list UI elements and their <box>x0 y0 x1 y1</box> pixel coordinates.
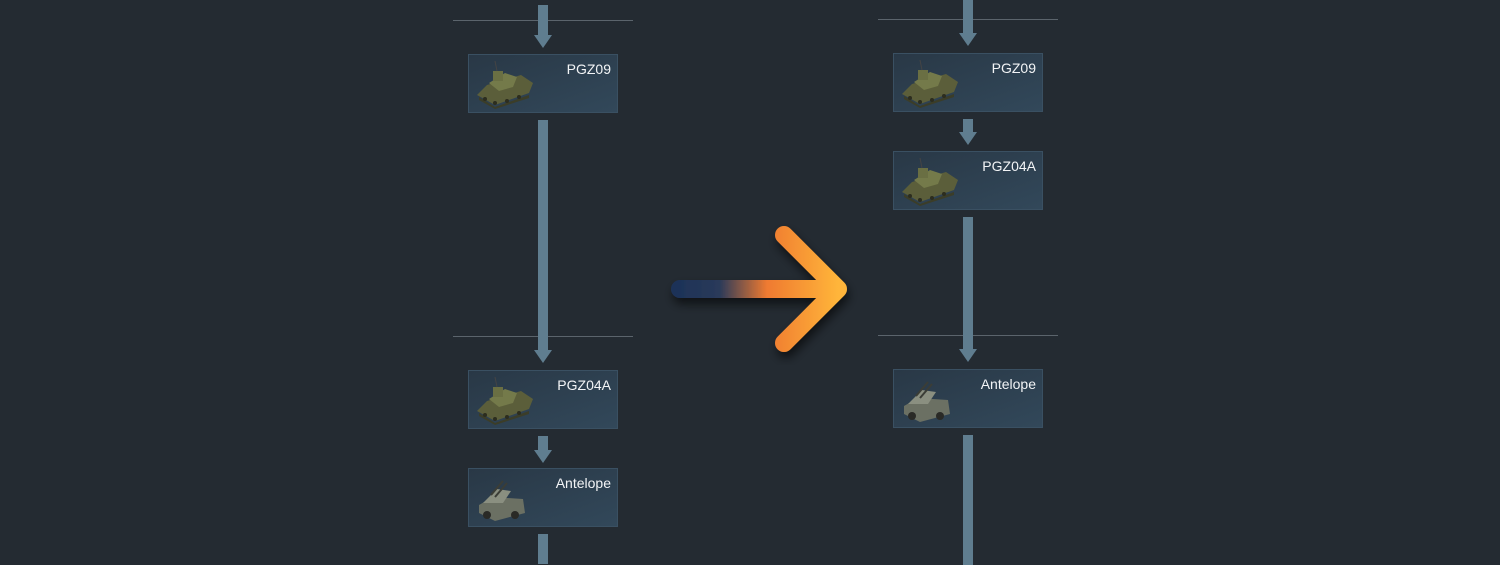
connector-line <box>963 0 973 34</box>
connector-line <box>963 435 973 565</box>
connector-line <box>963 119 973 133</box>
spaa-tank-icon <box>473 377 537 425</box>
vehicle-card-pgz09[interactable]: PGZ09 <box>468 54 618 113</box>
vehicle-name: PGZ09 <box>566 61 611 77</box>
connector-line <box>963 217 973 350</box>
connector-arrowhead <box>959 33 977 46</box>
vehicle-name: PGZ04A <box>557 377 611 393</box>
connector-line <box>538 436 548 451</box>
connector-arrowhead <box>959 132 977 145</box>
vehicle-card-antelope[interactable]: Antelope <box>893 369 1043 428</box>
vehicle-name: PGZ04A <box>982 158 1036 174</box>
spaa-tank-icon <box>898 158 962 206</box>
spaa-truck-icon <box>473 475 537 523</box>
vehicle-name: Antelope <box>555 475 611 491</box>
transition-arrow-icon <box>671 226 847 352</box>
connector-line <box>538 534 548 564</box>
connector-arrowhead <box>534 35 552 48</box>
vehicle-card-antelope[interactable]: Antelope <box>468 468 618 527</box>
spaa-tank-icon <box>473 61 537 109</box>
connector-arrowhead <box>959 349 977 362</box>
spaa-tank-icon <box>898 60 962 108</box>
vehicle-card-pgz09[interactable]: PGZ09 <box>893 53 1043 112</box>
vehicle-name: PGZ09 <box>991 60 1036 76</box>
vehicle-card-pgz04a[interactable]: PGZ04A <box>893 151 1043 210</box>
connector-line <box>538 5 548 36</box>
spaa-truck-icon <box>898 376 962 424</box>
connector-line <box>538 120 548 351</box>
vehicle-name: Antelope <box>980 376 1036 392</box>
connector-arrowhead <box>534 350 552 363</box>
vehicle-card-pgz04a[interactable]: PGZ04A <box>468 370 618 429</box>
connector-arrowhead <box>534 450 552 463</box>
